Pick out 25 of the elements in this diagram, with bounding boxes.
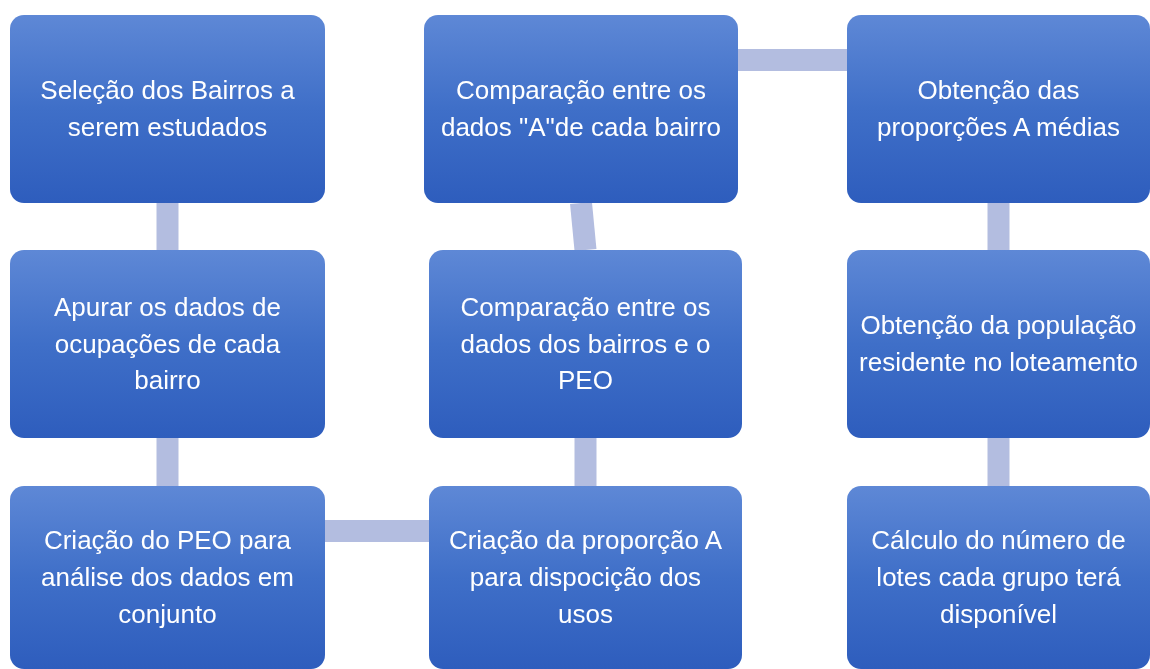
connector-line — [574, 438, 597, 486]
process-box — [424, 15, 738, 203]
connector-line — [987, 203, 1010, 250]
connector-line — [738, 49, 847, 71]
process-box — [429, 250, 742, 438]
box-text: Cálculo do número de lotes cada grupo terá disponível — [870, 524, 1127, 631]
connector-line — [156, 203, 179, 250]
process-box — [10, 250, 325, 438]
box-text: Obtenção das proporções A médias — [876, 74, 1121, 144]
process-box — [847, 15, 1150, 203]
box-text: Criação da proporção A para dispocição dos usos — [447, 524, 724, 631]
process-box — [847, 486, 1150, 669]
connector-line — [570, 201, 597, 252]
box-text: Comparação entre os dados "A"de cada bairro — [439, 74, 723, 144]
box-text: Seleção dos Bairros a serem estudados — [39, 74, 296, 144]
box-text: Comparação entre os dados dos bairros e o PEO — [459, 290, 712, 398]
box-text: Criação do PEO para análise dos dados em conjunto — [40, 524, 295, 631]
box-text: Obtenção da população residente no loteamento — [859, 309, 1138, 379]
box-text: Apurar os dados de ocupações de cada bairro — [53, 290, 282, 398]
process-box — [10, 486, 325, 669]
connector-line — [156, 438, 179, 486]
process-box — [10, 15, 325, 203]
process-box — [847, 250, 1150, 438]
connector-line — [325, 520, 429, 542]
process-box — [429, 486, 742, 669]
